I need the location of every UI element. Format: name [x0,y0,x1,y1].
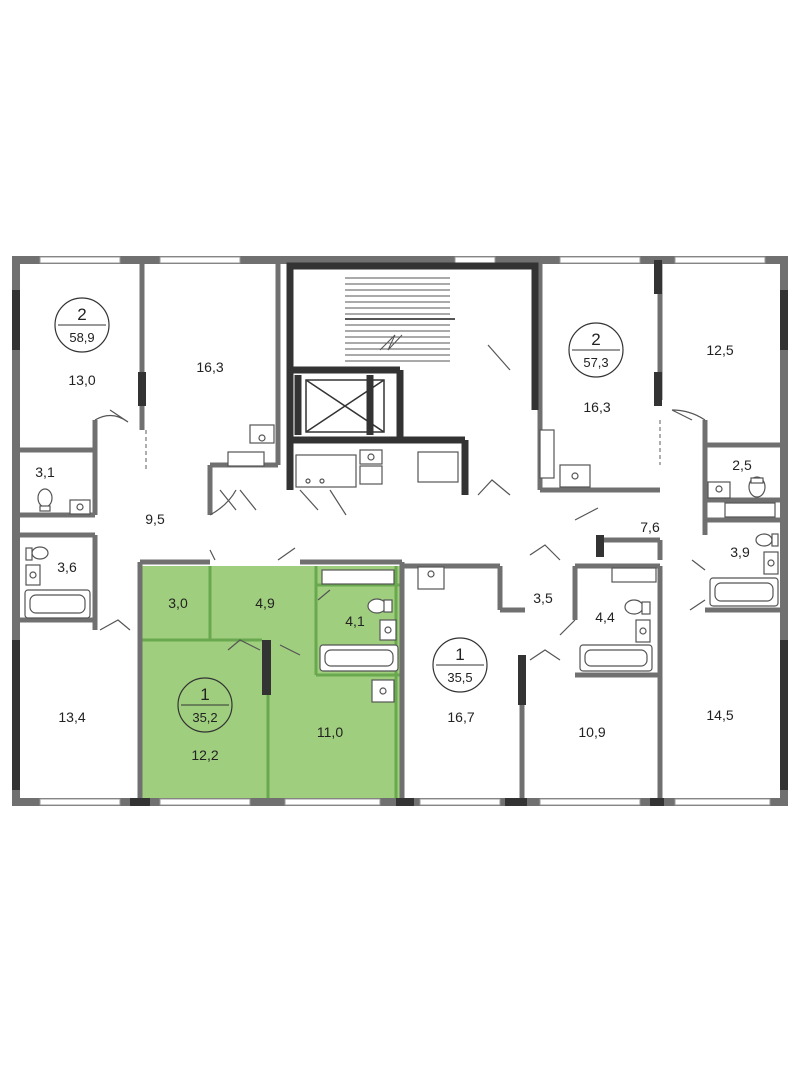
room-area: 10,9 [578,724,605,740]
stairs-icon [345,277,455,362]
highlight-walls [140,566,402,798]
fixtures [24,424,779,703]
room-area: 3,0 [168,595,188,611]
apartment-area: 57,3 [583,355,608,370]
sink-icon [635,619,651,643]
windows [39,256,771,806]
room-area: 16,3 [583,399,610,415]
sink-icon [763,551,779,575]
apartment-area: 35,2 [192,710,217,725]
toilet-icon [748,476,766,498]
elevator-icon [305,379,385,433]
apartment-rooms: 1 [200,685,209,704]
room-area: 4,4 [595,609,615,625]
room-area: 4,9 [255,595,275,611]
sink-icon [69,499,91,515]
room-area: 3,9 [730,544,750,560]
stove-icon [724,502,776,518]
sink-icon [371,679,395,703]
core-walls [286,262,539,495]
sink-icon [359,449,383,465]
core-accents [138,260,662,705]
room-area: 16,7 [447,709,474,725]
room-area: 3,1 [35,464,55,480]
apartment-badge[interactable]: 1 35,2 [177,677,233,733]
apartment-rooms: 2 [591,330,600,349]
bathtub-icon [709,577,779,607]
doors [94,344,706,661]
toilet-icon [25,546,49,561]
stove-icon [611,567,657,583]
outer-wall-accents [12,290,788,806]
room-area: 12,5 [706,342,733,358]
stove-icon [227,451,265,467]
sink-icon [249,424,275,444]
stove-icon [359,465,383,485]
stove-icon [295,454,357,488]
interior-walls [20,264,780,798]
sink-icon [559,464,591,488]
room-area: 13,4 [58,709,85,725]
sink-icon [417,451,459,483]
room-labels: 13,0 16,3 3,1 9,5 3,6 13,4 3,0 4,9 4,1 1… [35,342,752,763]
room-area: 16,3 [196,359,223,375]
sink-icon [539,429,555,479]
apartment-area: 35,5 [447,670,472,685]
toilet-icon [624,599,651,615]
room-area: 11,0 [317,724,343,740]
apartment-rooms: 2 [77,305,86,324]
sink-icon [25,564,41,586]
sink-icon [379,619,397,641]
toilet-icon [367,598,393,614]
room-area: 12,2 [191,747,218,763]
sink-icon [707,481,731,499]
room-area: 2,5 [732,457,752,473]
room-area: 13,0 [68,372,95,388]
room-area: 4,1 [345,613,365,629]
apartment-rooms: 1 [455,645,464,664]
sink-icon [417,566,445,590]
toilet-icon [37,488,53,512]
bathtub-icon [579,644,653,672]
room-area: 3,6 [57,559,77,575]
apartment-badge[interactable]: 2 58,9 [54,297,110,353]
toilet-icon [755,533,779,547]
stove-icon [321,569,395,585]
dashed-lines [145,420,661,470]
room-area: 3,5 [533,590,553,606]
apartment-area: 58,9 [69,330,94,345]
room-area: 9,5 [145,511,165,527]
apartment-badge[interactable]: 1 35,5 [432,637,488,693]
highlighted-apartment[interactable] [140,566,402,798]
room-area: 14,5 [706,707,733,723]
bathtub-icon [24,589,91,619]
apartment-badge[interactable]: 2 57,3 [568,322,624,378]
room-area: 7,6 [640,519,660,535]
bathtub-icon [319,644,399,672]
